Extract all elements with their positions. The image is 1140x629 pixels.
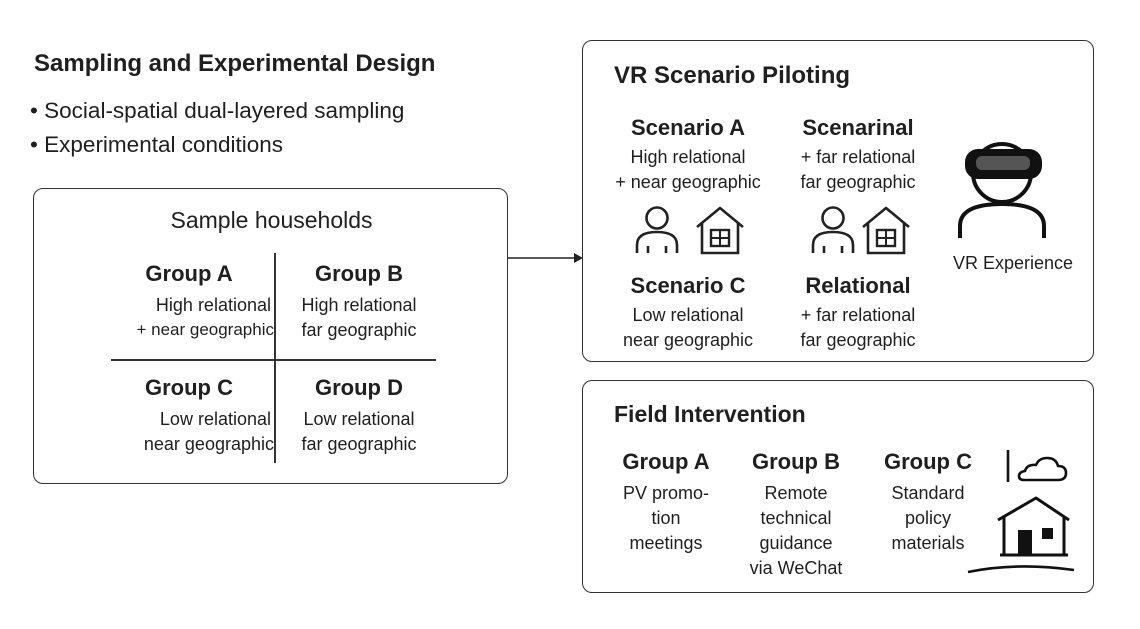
field-group-a: Group A PV promo- tion meetings — [601, 449, 731, 556]
arrow-icon — [508, 253, 583, 263]
group-line: tion — [651, 508, 681, 528]
person-icon — [635, 206, 679, 253]
group-line2: far geographic — [301, 434, 417, 454]
group-line1: Low relational — [303, 409, 415, 429]
scenario-d: Relational + far relational far geograph… — [778, 273, 938, 353]
group-line: via WeChat — [749, 558, 843, 578]
group-b-cell: Group B High relational far geographic — [279, 261, 439, 343]
scenario-line2: far geographic — [800, 172, 916, 192]
scenario-line2: far geographic — [800, 330, 916, 350]
scenario-name: Scenarinal — [802, 115, 914, 140]
group-line: guidance — [759, 533, 833, 553]
sample-households-panel: Sample households Group A High relationa… — [33, 188, 508, 484]
group-line1: High relational — [155, 295, 271, 315]
group-line: Standard — [891, 483, 965, 503]
scenario-line1: + far relational — [800, 147, 916, 167]
group-name: Group C — [145, 375, 233, 400]
bullet-item-2: • Experimental conditions — [30, 132, 283, 158]
scenario-line1: High relational — [630, 147, 746, 167]
group-name: Group A — [622, 449, 710, 474]
panel-title: VR Scenario Piloting — [614, 62, 851, 89]
scenario-b: Scenarinal + far relational far geograph… — [778, 115, 938, 195]
group-name: Group B — [752, 449, 840, 474]
group-name: Group D — [315, 375, 403, 400]
house-icon — [862, 206, 910, 255]
group-line2: far geographic — [301, 320, 417, 340]
group-line2: near geographic — [143, 434, 274, 454]
house-icon — [696, 206, 744, 255]
person-icon — [811, 206, 855, 253]
bullet-text: Social-spatial dual-layered sampling — [44, 98, 405, 123]
scenario-line1: Low relational — [632, 305, 744, 325]
section-heading: Sampling and Experimental Design — [34, 50, 436, 77]
group-line: Remote — [764, 483, 828, 503]
group-line: materials — [891, 533, 965, 553]
scenario-line1: + far relational — [800, 305, 916, 325]
group-a-cell: Group A — [104, 261, 274, 287]
field-intervention-panel: Field Intervention Group A PV promo- tio… — [582, 380, 1094, 593]
scenario-c: Scenario C Low relational near geographi… — [583, 273, 793, 353]
group-line: meetings — [629, 533, 703, 553]
group-c-cell: Group C — [104, 375, 274, 401]
group-line: PV promo- — [622, 483, 710, 503]
scenario-name: Relational — [805, 273, 911, 298]
group-name: Group C — [884, 449, 972, 474]
group-line1: High relational — [301, 295, 417, 315]
field-group-c: Group C Standard policy materials — [863, 449, 993, 556]
panel-title: Field Intervention — [614, 401, 806, 427]
bullet-mark: • — [30, 98, 38, 123]
group-line2: + near geographic — [136, 320, 274, 339]
group-line1: Low relational — [159, 409, 271, 429]
field-group-b: Group B Remote technical guidance via We… — [731, 449, 861, 581]
scenario-line2: + near geographic — [615, 172, 761, 192]
grid-divider-vertical — [274, 253, 276, 463]
bullet-text: Experimental conditions — [44, 132, 284, 157]
scenario-a: Scenario A High relational + near geogra… — [583, 115, 793, 195]
group-line: technical — [760, 508, 832, 528]
bullet-item-1: • Social-spatial dual-layered sampling — [30, 98, 404, 124]
group-name: Group B — [315, 261, 403, 286]
group-c-desc: Low relational near geographic — [34, 407, 274, 457]
vr-headset-person-icon — [958, 142, 1046, 238]
panel-title: Sample households — [170, 207, 373, 233]
village-house-icon — [967, 496, 1075, 574]
grid-divider-horizontal — [111, 359, 436, 361]
group-line: policy — [904, 508, 952, 528]
scenario-name: Scenario A — [630, 115, 746, 140]
scenario-name: Scenario C — [630, 273, 746, 298]
vr-experience-label: VR Experience — [952, 253, 1074, 273]
group-a-desc: High relational + near geographic — [34, 293, 274, 342]
scenario-line2: near geographic — [622, 330, 754, 350]
group-name: Group A — [145, 261, 233, 286]
bullet-mark: • — [30, 132, 38, 157]
cloud-icon — [1006, 450, 1068, 482]
group-d-cell: Group D Low relational far geographic — [279, 375, 439, 457]
